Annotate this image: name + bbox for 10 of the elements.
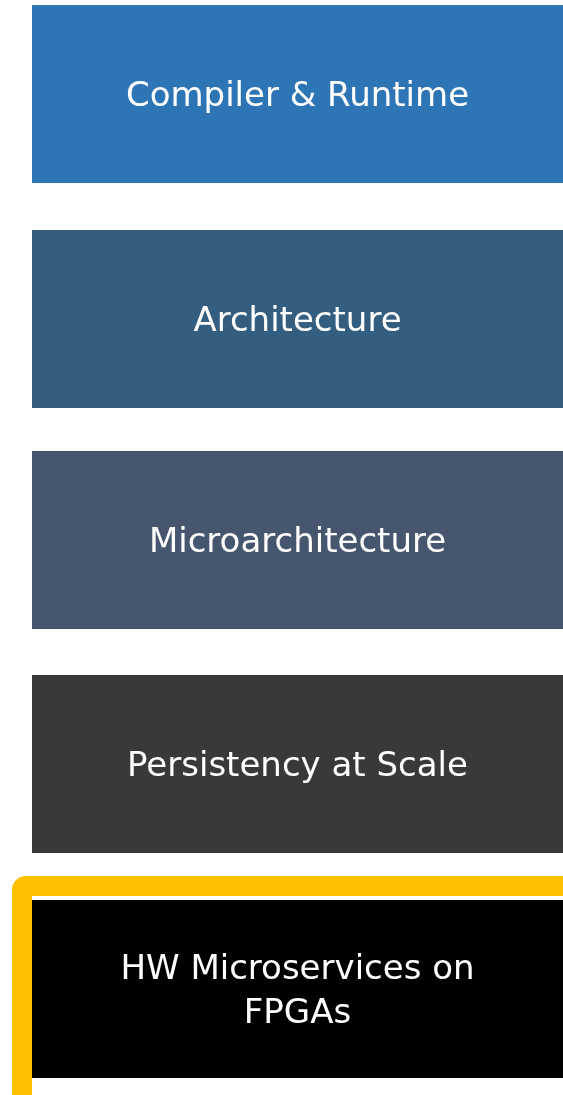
layer-box: [32, 451, 563, 629]
layer-label: Architecture: [192, 297, 403, 341]
layer-label: HW Microservices on FPGAs: [119, 945, 476, 1033]
layer-label: Compiler & Runtime: [124, 72, 471, 116]
layer-label: Microarchitecture: [147, 518, 448, 562]
layer-label: Persistency at Scale: [126, 742, 469, 786]
layer-box: [32, 230, 563, 408]
layer-box: [32, 5, 563, 183]
layer-box: [32, 675, 563, 853]
layer-box: [32, 900, 563, 1078]
